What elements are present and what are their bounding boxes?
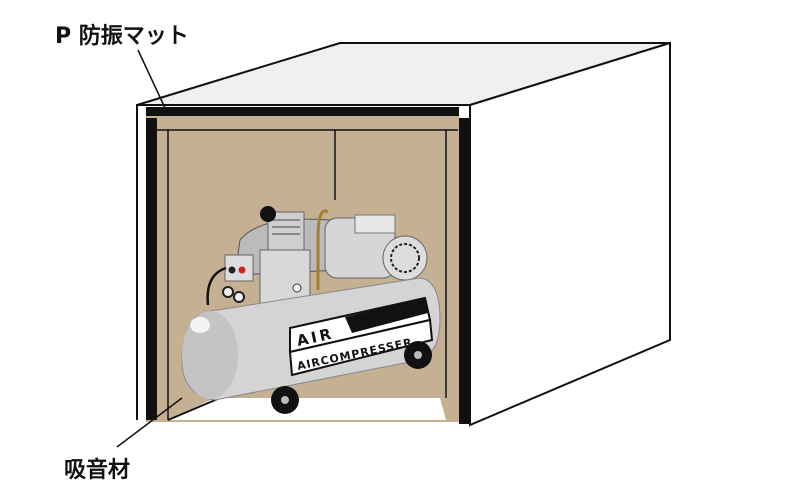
mat-leader-line (137, 49, 166, 109)
vibration-mat-label: P 防振マット (55, 24, 189, 49)
box-right-face (469, 41, 671, 427)
absorber-leader-line (116, 397, 183, 448)
right-frame-post (459, 118, 469, 424)
air-compressor: AIR AIRCOMPRESSER (181, 206, 441, 414)
fan-grille-icon (390, 243, 420, 273)
interior-floor (168, 398, 446, 420)
left-frame-post (146, 118, 157, 420)
vibration-mat-bar (146, 107, 459, 116)
sound-absorber-label: 吸音材 (64, 458, 131, 483)
box-front-outline (136, 104, 471, 425)
